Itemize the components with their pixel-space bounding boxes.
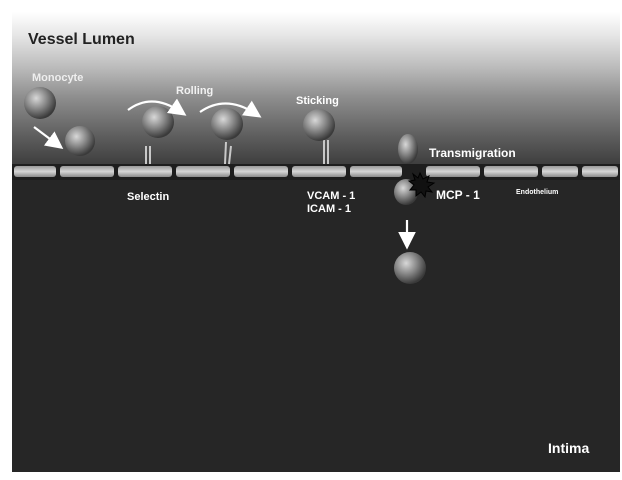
monocyte-cell [142,106,174,138]
vcam-label: VCAM - 1 [307,190,355,202]
adhesion-molecules [145,140,329,165]
rolling-arrow-1 [127,98,187,116]
monocytes [24,87,426,284]
icam-label: ICAM - 1 [307,203,351,215]
endothelial-cell [176,166,230,177]
monocyte-cell-transmigrating [398,134,418,164]
mcp1-burst-icon [407,171,436,199]
selectin-stalk [224,141,232,165]
endothelial-cell [350,166,402,177]
vcam-stalk [323,140,329,164]
monocyte-cell [211,108,243,140]
rolling-label: Rolling [176,85,213,97]
endothelial-cell [426,166,480,177]
monocyte-cell [24,87,56,119]
endothelial-cell [14,166,56,177]
endothelial-cell [582,166,618,177]
monocyte-arrow [33,126,64,149]
vessel-lumen-region [12,12,620,167]
monocyte-cell-intima [394,252,426,284]
monocyte-label: Monocyte [32,72,83,84]
endothelial-cell [542,166,578,177]
rolling-arrow-2 [199,100,262,118]
intima-region [12,180,620,472]
monocyte-cell [65,126,95,156]
vessel-lumen-label: Vessel Lumen [28,31,135,48]
endothelium-label: Endothelium [516,189,558,196]
endothelium-layer [12,164,620,180]
monocyte-cell-transmigrated [394,179,418,205]
endothelial-cell [484,166,538,177]
monocyte-cell [303,109,335,141]
selectin-stalk [145,146,151,164]
endothelial-cell [118,166,172,177]
endothelial-cell [60,166,114,177]
intima-label: Intima [548,440,589,456]
motion-arrows [33,98,416,250]
endothelial-cell [234,166,288,177]
selectin-label: Selectin [127,191,169,203]
transmigration-label: Transmigration [429,146,516,160]
endothelial-cell [292,166,346,177]
mcp1-label: MCP - 1 [436,188,480,202]
sticking-label: Sticking [296,95,339,107]
